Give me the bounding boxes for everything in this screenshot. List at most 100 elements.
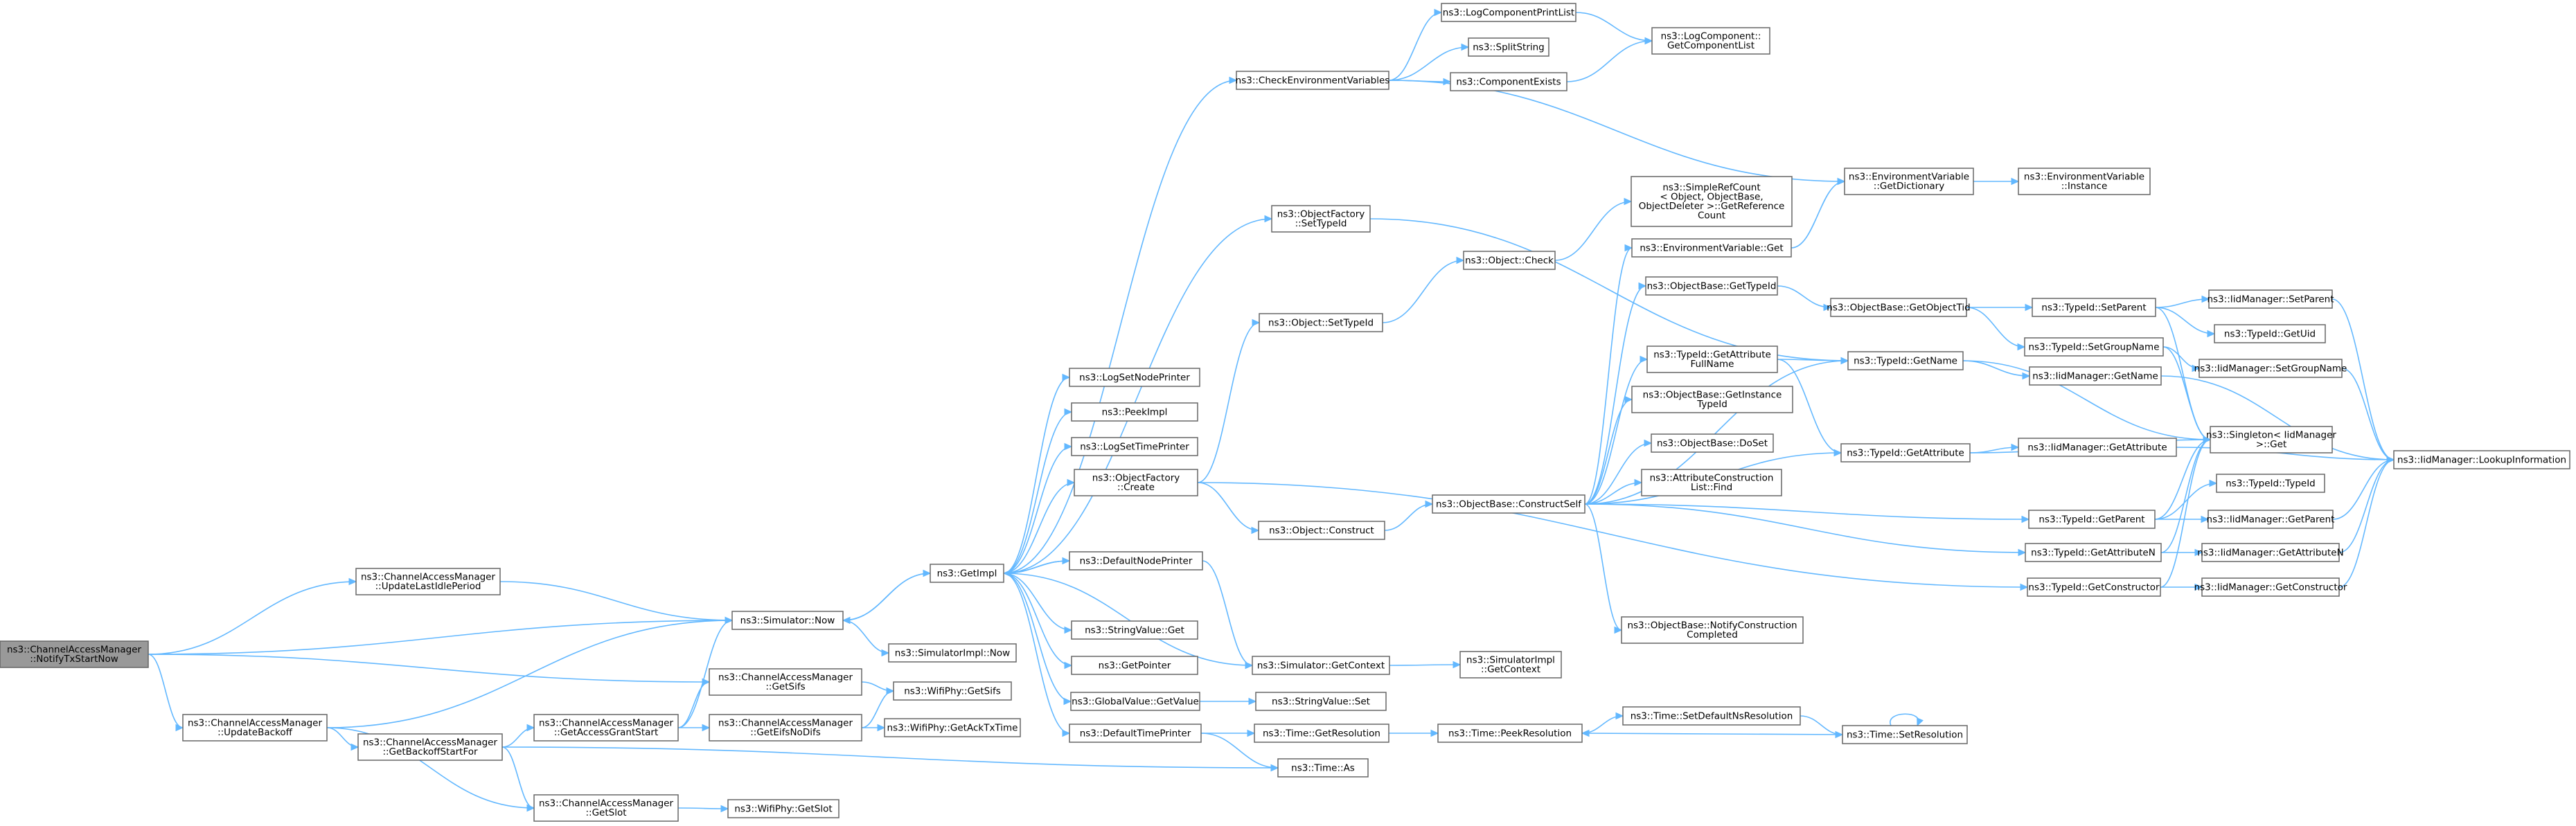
graph-node-tidGetUid[interactable]: ns3::TypeId::GetUid [2214,324,2326,343]
graph-node-iidGetAttr[interactable]: ns3::IidManager::GetAttribute [2018,438,2177,457]
graph-node-tidGetCtor[interactable]: ns3::TypeId::GetConstructor [2027,577,2161,597]
graph-node-logTime[interactable]: ns3::LogSetTimePrinter [1071,437,1198,456]
graph-node-getPointer[interactable]: ns3::GetPointer [1071,656,1198,675]
graph-node-simImplNow[interactable]: ns3::SimulatorImpl::Now [888,643,1017,663]
node-label: ns3::TypeId::SetParent [2041,302,2146,313]
graph-node-getSifs[interactable]: ns3::ChannelAccessManager::GetSifs [709,668,862,696]
node-label: ns3::ObjectBase::NotifyConstruction [1627,620,1797,631]
edge-path [1003,573,1072,702]
graph-node-timeAs[interactable]: ns3::Time::As [1277,758,1369,778]
graph-node-phySlot[interactable]: ns3::WifiPhy::GetSlot [727,799,840,818]
call-edge-getImpl-to-logNode [1003,373,1071,574]
node-label: ::GetDictionary [1874,181,1944,192]
graph-node-splitStr[interactable]: ns3::SplitString [1468,37,1549,57]
node-label: ns3::TypeId::GetAttribute [1847,447,1964,458]
graph-node-getAccessGrant[interactable]: ns3::ChannelAccessManager::GetAccessGran… [533,714,679,742]
graph-node-getImpl[interactable]: ns3::GetImpl [930,564,1004,583]
graph-node-obGetOTid[interactable]: ns3::ObjectBase::GetObjectTid [1827,298,1971,317]
call-graph-nodes: ns3::ChannelAccessManager::NotifyTxStart… [0,3,2570,822]
graph-node-getBackoffStart[interactable]: ns3::ChannelAccessManager::GetBackoffSta… [357,733,503,761]
node-box [2208,510,2334,529]
graph-node-gvGet[interactable]: ns3::GlobalValue::GetValue [1070,692,1200,711]
call-edge-construct-to-obDoSet [1584,439,1653,505]
node-label: ObjectDeleter >::GetReference [1639,201,1785,212]
graph-node-peekImpl[interactable]: ns3::PeekImpl [1071,402,1198,422]
graph-node-simNow[interactable]: ns3::Simulator::Now [731,611,844,630]
node-box [1468,37,1549,57]
graph-node-iidSetGroup[interactable]: ns3::IidManager::SetGroupName [2194,359,2347,378]
graph-node-tidGetName[interactable]: ns3::TypeId::GetName [1847,351,1964,370]
edge-path [2341,368,2395,460]
graph-node-objConstruct[interactable]: ns3::Object::Construct [1258,521,1385,540]
edge-path [1584,503,2026,553]
graph-node-tidTid[interactable]: ns3::TypeId::TypeId [2216,474,2325,493]
node-box [1437,724,1583,743]
graph-node-logNode[interactable]: ns3::LogSetNodePrinter [1069,368,1200,387]
graph-node-notify[interactable]: ns3::ChannelAccessManager::NotifyTxStart… [0,640,149,668]
node-box [1255,692,1387,711]
graph-node-envGet[interactable]: ns3::EnvironmentVariable::Get [1631,238,1792,258]
graph-node-objSetTid[interactable]: ns3::Object::SetTypeId [1259,313,1383,332]
graph-node-iidGetName[interactable]: ns3::IidManager::GetName [2029,366,2162,386]
graph-node-timeGetRes[interactable]: ns3::Time::GetResolution [1254,724,1389,743]
graph-node-obDoSet[interactable]: ns3::ObjectBase::DoSet [1651,433,1774,453]
edge-arrowhead [1581,729,1590,737]
graph-node-tidSetGroup[interactable]: ns3::TypeId::SetGroupName [2024,337,2164,357]
graph-node-refCount[interactable]: ns3::SimpleRefCount< Object, ObjectBase,… [1631,176,1793,227]
graph-node-tidGetParent[interactable]: ns3::TypeId::GetParent [2028,510,2156,529]
graph-node-defNode[interactable]: ns3::DefaultNodePrinter [1069,551,1203,571]
graph-node-envInst[interactable]: ns3::EnvironmentVariable::Instance [2018,168,2151,195]
graph-node-defTime[interactable]: ns3::DefaultTimePrinter [1069,724,1202,743]
graph-node-ofCreate[interactable]: ns3::ObjectFactory::Create [1074,469,1198,496]
graph-node-iidGetAttrN[interactable]: ns3::IidManager::GetAttributeN [2197,543,2344,562]
graph-node-iidGetParent[interactable]: ns3::IidManager::GetParent [2207,510,2335,529]
graph-node-timeSetDef[interactable]: ns3::Time::SetDefaultNsResolution [1622,706,1801,726]
graph-node-getEifs[interactable]: ns3::ChannelAccessManager::GetEifsNoDifs [709,714,862,742]
graph-node-singleton[interactable]: ns3::Singleton< IidManager>::Get [2206,426,2336,454]
graph-node-tidSetParent[interactable]: ns3::TypeId::SetParent [2032,298,2156,317]
graph-node-obGetTid[interactable]: ns3::ObjectBase::GetTypeId [1645,276,1778,296]
graph-node-tidGetAttr[interactable]: ns3::TypeId::GetAttribute [1840,443,1971,463]
node-box [893,681,1012,701]
graph-node-updLast[interactable]: ns3::ChannelAccessManager::UpdateLastIdl… [355,568,501,595]
node-box [1069,368,1200,387]
graph-node-simGetCtx[interactable]: ns3::Simulator::GetContext [1252,656,1390,675]
graph-node-objCheck[interactable]: ns3::Object::Check [1463,251,1556,270]
graph-node-envDict[interactable]: ns3::EnvironmentVariable::GetDictionary [1844,168,1974,195]
graph-node-timePeek[interactable]: ns3::Time::PeekResolution [1437,724,1583,743]
graph-node-simImplCtx[interactable]: ns3::SimulatorImpl::GetContext [1459,651,1562,679]
graph-node-iidGetCtor[interactable]: ns3::IidManager::GetConstructor [2194,577,2347,597]
graph-node-construct[interactable]: ns3::ObjectBase::ConstructSelf [1432,494,1585,514]
call-edge-obGetOTid-to-tidSetGroup [1966,307,2026,351]
graph-node-strSet[interactable]: ns3::StringValue::Set [1255,692,1387,711]
edge-arrowhead [1064,661,1073,670]
node-box [1840,443,1971,463]
graph-node-iidLookup[interactable]: ns3::IidManager::LookupInformation [2393,450,2570,469]
graph-node-tidGetAttrN[interactable]: ns3::TypeId::GetAttributeN [2025,543,2162,562]
graph-node-checkEnv[interactable]: ns3::CheckEnvironmentVariables [1236,71,1390,90]
call-edge-logCompList-to-logCompGet [1575,12,1653,45]
node-label: ns3::ObjectBase::GetObjectTid [1827,302,1970,313]
graph-node-phyAck[interactable]: ns3::WifiPhy::GetAckTxTime [884,718,1021,737]
graph-node-getSlot[interactable]: ns3::ChannelAccessManager::GetSlot [533,794,679,822]
graph-node-compExists[interactable]: ns3::ComponentExists [1450,72,1567,91]
graph-node-ofSetTid[interactable]: ns3::ObjectFactory::SetTypeId [1271,205,1371,233]
node-label: ns3::ChannelAccessManager [539,798,674,809]
graph-node-logCompGet[interactable]: ns3::LogComponent::GetComponentList [1651,27,1770,55]
edge-path [1584,503,1622,631]
node-label: ns3::CheckEnvironmentVariables [1236,75,1390,86]
graph-node-timeSetRes[interactable]: ns3::Time::SetResolution [1842,725,1968,744]
graph-node-obNotify[interactable]: ns3::ObjectBase::NotifyConstructionCompl… [1621,616,1804,644]
edge-arrowhead [1270,764,1279,772]
graph-node-phySifs[interactable]: ns3::WifiPhy::GetSifs [893,681,1012,701]
graph-node-logCompList[interactable]: ns3::LogComponentPrintList [1441,3,1576,22]
graph-node-updBackoff[interactable]: ns3::ChannelAccessManager::UpdateBackoff [182,714,328,742]
graph-node-iidSetParent[interactable]: ns3::IidManager::SetParent [2208,289,2334,309]
node-label: ::GetContext [1481,664,1540,675]
call-edge-tidGetAttrN-to-iidGetAttrN [2160,548,2203,557]
graph-node-strGet[interactable]: ns3::StringValue::Get [1071,620,1198,640]
edge-arrowhead [1634,478,1643,487]
